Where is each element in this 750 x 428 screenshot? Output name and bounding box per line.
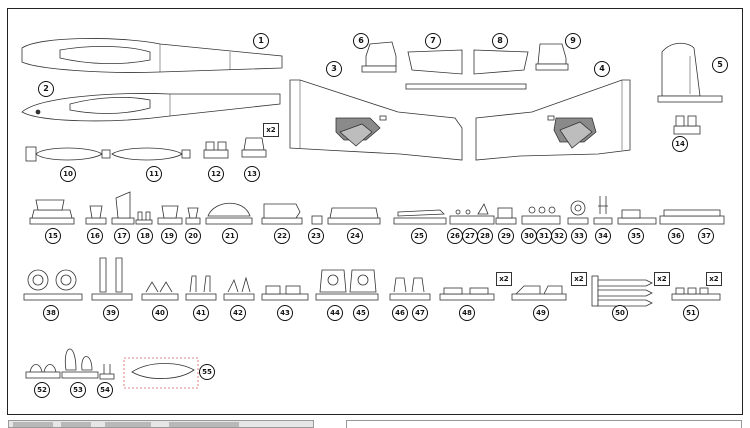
callout-51: 51 [683, 305, 699, 321]
part-8-elevator-right [473, 49, 529, 75]
callout-35: 35 [628, 228, 644, 244]
part-5-vertical-tail [661, 42, 701, 97]
quantity-tag-51: x2 [706, 272, 722, 286]
callout-5: 5 [712, 57, 728, 73]
callout-18: 18 [137, 228, 153, 244]
callout-42: 42 [230, 305, 246, 321]
callout-32: 32 [551, 228, 567, 244]
callout-29: 29 [498, 228, 514, 244]
part-9-fin-base [537, 43, 567, 65]
callout-2: 2 [38, 81, 54, 97]
part-7-elevator-left [407, 49, 463, 75]
callout-16: 16 [87, 228, 103, 244]
callout-14: 14 [672, 136, 688, 152]
callout-23: 23 [308, 228, 324, 244]
part-11-drop-tank [111, 147, 183, 161]
callout-53: 53 [70, 382, 86, 398]
callout-13: 13 [244, 166, 260, 182]
sheet-footer [0, 418, 750, 428]
callout-54: 54 [97, 382, 113, 398]
callout-27: 27 [462, 228, 478, 244]
wing-right [475, 79, 631, 161]
callout-44: 44 [327, 305, 343, 321]
callout-17: 17 [114, 228, 130, 244]
callout-1: 1 [253, 33, 269, 49]
quantity-tag-49: x2 [571, 272, 587, 286]
callout-50: 50 [612, 305, 628, 321]
callout-15: 15 [45, 228, 61, 244]
callout-34: 34 [595, 228, 611, 244]
callout-9: 9 [565, 33, 581, 49]
callout-40: 40 [152, 305, 168, 321]
footer-box [346, 420, 742, 428]
callout-36: 36 [668, 228, 684, 244]
callout-21: 21 [222, 228, 238, 244]
callout-12: 12 [208, 166, 224, 182]
quantity-tag-13: x2 [263, 123, 279, 137]
quantity-tag-50: x2 [654, 272, 670, 286]
wing-left [289, 79, 463, 161]
callout-49: 49 [533, 305, 549, 321]
callout-31: 31 [536, 228, 552, 244]
callout-4: 4 [594, 61, 610, 77]
callout-22: 22 [274, 228, 290, 244]
callout-24: 24 [347, 228, 363, 244]
callout-26: 26 [447, 228, 463, 244]
callout-43: 43 [277, 305, 293, 321]
callout-33: 33 [571, 228, 587, 244]
callout-7: 7 [425, 33, 441, 49]
callout-41: 41 [193, 305, 209, 321]
callout-37: 37 [698, 228, 714, 244]
part-6-fin-base [365, 41, 397, 67]
part-55-clear-canopy [123, 357, 199, 389]
callout-47: 47 [412, 305, 428, 321]
part-13-seat [243, 137, 265, 151]
callout-39: 39 [103, 305, 119, 321]
quantity-tag-48: x2 [496, 272, 512, 286]
callout-38: 38 [43, 305, 59, 321]
callout-19: 19 [161, 228, 177, 244]
footer-info-strip [8, 420, 314, 428]
callout-45: 45 [353, 305, 369, 321]
callout-6: 6 [353, 33, 369, 49]
callout-20: 20 [185, 228, 201, 244]
callout-55: 55 [199, 364, 215, 380]
fuselage-left-half [21, 38, 283, 73]
callout-48: 48 [459, 305, 475, 321]
callout-3: 3 [326, 61, 342, 77]
callout-30: 30 [521, 228, 537, 244]
callout-8: 8 [492, 33, 508, 49]
fuselage-right-half [21, 93, 281, 122]
callout-10: 10 [60, 166, 76, 182]
callout-28: 28 [477, 228, 493, 244]
callout-25: 25 [411, 228, 427, 244]
callout-46: 46 [392, 305, 408, 321]
callout-11: 11 [146, 166, 162, 182]
callout-52: 52 [34, 382, 50, 398]
part-10-drop-tank [35, 147, 103, 161]
